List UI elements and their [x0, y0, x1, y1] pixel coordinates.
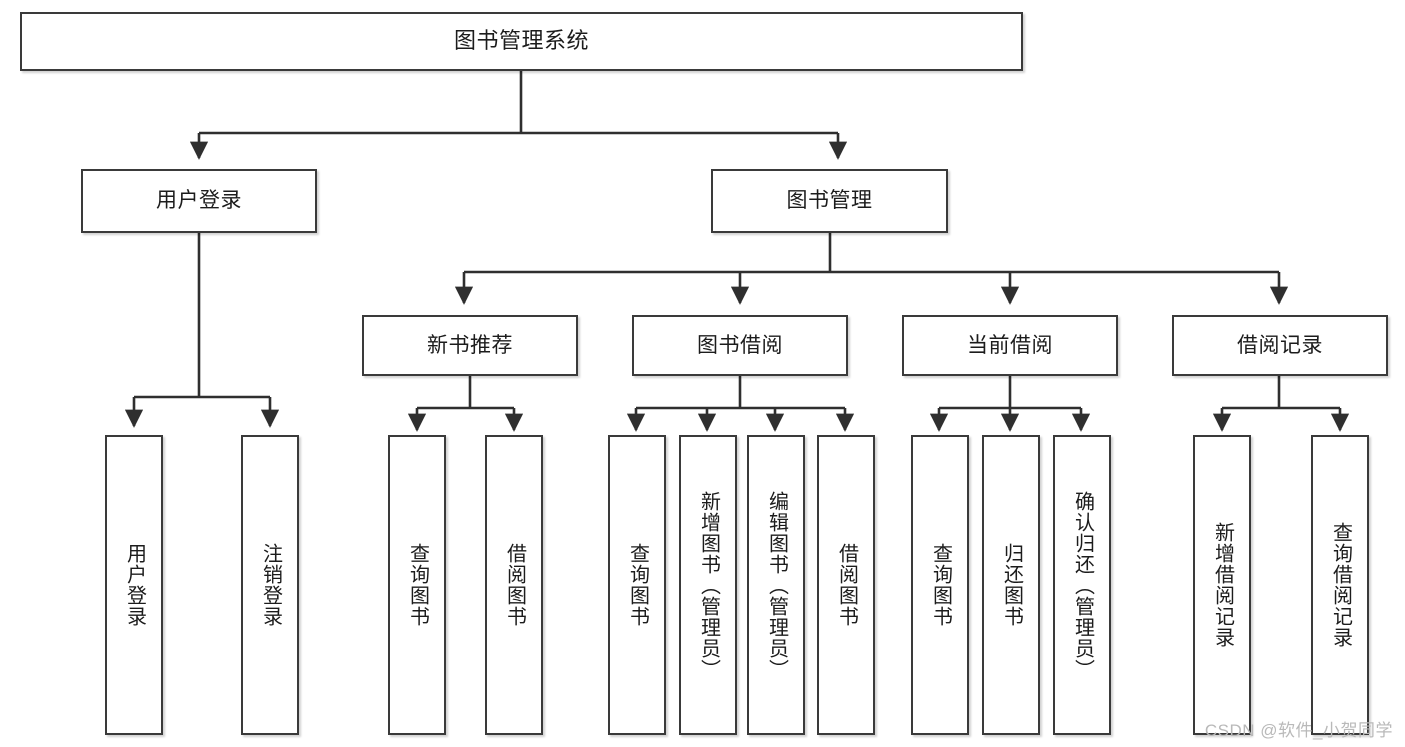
- leaf-label: 查询借阅记录: [1329, 522, 1352, 648]
- node-borrow-record[interactable]: 借阅记录: [1172, 315, 1388, 376]
- leaf-label: 借阅图书: [503, 543, 526, 627]
- node-root-system[interactable]: 图书管理系统: [20, 12, 1023, 71]
- leaf-new-book-borrow[interactable]: 借阅图书: [485, 435, 543, 735]
- csdn-watermark: CSDN @软件_小贺同学: [1204, 721, 1393, 740]
- leaf-label: 查询图书: [406, 543, 429, 627]
- leaf-record-add[interactable]: 新增借阅记录: [1193, 435, 1251, 735]
- node-root-label: 图书管理系统: [453, 28, 589, 54]
- node-new-book-recommend-label: 新书推荐: [427, 333, 513, 357]
- node-borrow-record-label: 借阅记录: [1237, 333, 1323, 357]
- leaf-label: 编辑图书（管理员）: [765, 490, 788, 680]
- leaf-label: 确认归还（管理员）: [1071, 490, 1094, 680]
- leaf-label: 归还图书: [1000, 543, 1023, 627]
- leaf-label: 新增借阅记录: [1211, 522, 1234, 648]
- node-user-login[interactable]: 用户登录: [81, 169, 317, 233]
- node-new-book-recommend[interactable]: 新书推荐: [362, 315, 578, 376]
- node-user-login-label: 用户登录: [156, 189, 242, 213]
- leaf-borrow-borrow-book[interactable]: 借阅图书: [817, 435, 875, 735]
- leaf-borrow-edit-book-admin[interactable]: 编辑图书（管理员）: [747, 435, 805, 735]
- leaf-record-query[interactable]: 查询借阅记录: [1311, 435, 1369, 735]
- leaf-current-return-book[interactable]: 归还图书: [982, 435, 1040, 735]
- leaf-label: 查询图书: [929, 543, 952, 627]
- leaf-borrow-query-book[interactable]: 查询图书: [608, 435, 666, 735]
- leaf-current-confirm-return-admin[interactable]: 确认归还（管理员）: [1053, 435, 1111, 735]
- node-book-borrow[interactable]: 图书借阅: [632, 315, 848, 376]
- leaf-borrow-add-book-admin[interactable]: 新增图书（管理员）: [679, 435, 737, 735]
- leaf-user-login-signin[interactable]: 用户登录: [105, 435, 163, 735]
- node-book-borrow-label: 图书借阅: [697, 333, 783, 357]
- leaf-label: 新增图书（管理员）: [697, 490, 720, 680]
- leaf-user-login-logout[interactable]: 注销登录: [241, 435, 299, 735]
- node-current-borrow[interactable]: 当前借阅: [902, 315, 1118, 376]
- node-current-borrow-label: 当前借阅: [967, 333, 1053, 357]
- leaf-label: 查询图书: [626, 543, 649, 627]
- node-book-management[interactable]: 图书管理: [711, 169, 948, 233]
- leaf-current-query-book[interactable]: 查询图书: [911, 435, 969, 735]
- leaf-label: 借阅图书: [835, 543, 858, 627]
- leaf-label: 注销登录: [259, 543, 282, 627]
- node-book-management-label: 图书管理: [786, 189, 873, 213]
- leaf-label: 用户登录: [123, 543, 146, 627]
- leaf-new-book-query[interactable]: 查询图书: [388, 435, 446, 735]
